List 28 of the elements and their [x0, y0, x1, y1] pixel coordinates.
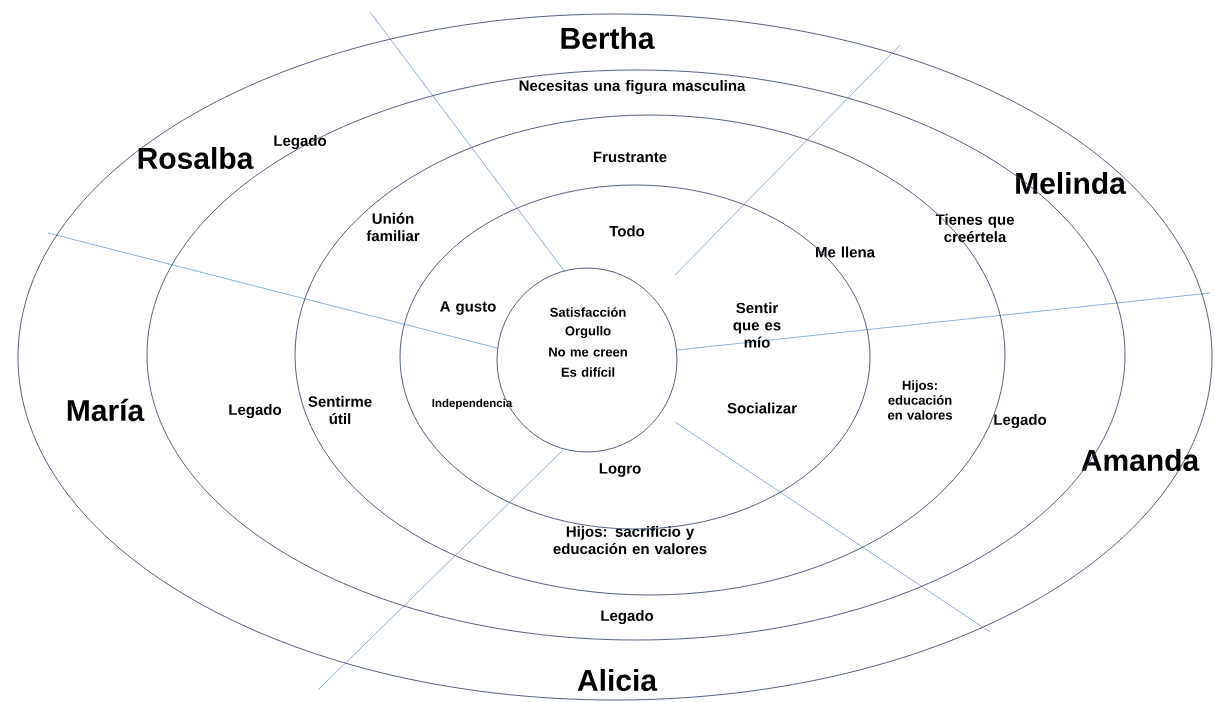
- ring-label: Legado: [229, 404, 282, 419]
- center-label: Es difícil: [561, 367, 615, 377]
- ring-label: Legado: [601, 610, 654, 625]
- ring-label: Necesitas una figura masculina: [519, 80, 746, 95]
- ring-label: Logro: [599, 463, 641, 477]
- ring-label: Sentirme útil: [308, 395, 372, 425]
- ring-label: Tienes que creértela: [935, 213, 1014, 243]
- ring-label: Legado: [274, 135, 327, 150]
- ring-label: Todo: [609, 225, 645, 237]
- ring-label: Unión familiar: [366, 212, 420, 242]
- ring-label: Independencia: [432, 398, 513, 410]
- person-name: Bertha: [561, 27, 655, 49]
- person-name: Melinda: [1016, 172, 1127, 195]
- person-name: Alicia: [577, 669, 658, 692]
- person-name: María: [67, 398, 145, 422]
- person-name: Rosalba: [138, 147, 254, 169]
- ring-label: Hijos: educación en valores: [888, 380, 952, 420]
- ring-label: Me llena: [816, 246, 876, 258]
- ring-label: Socializar: [727, 402, 797, 414]
- ring-label: A gusto: [440, 301, 496, 315]
- ring-label: Hijos: sacrificio y educación en valores: [553, 525, 707, 555]
- center-label: Orgullo: [565, 325, 611, 339]
- ring-label: Frustrante: [593, 151, 667, 163]
- ring-label: Sentir que es mío: [733, 302, 781, 348]
- person-name: Amanda: [1081, 449, 1200, 472]
- center-label: Satisfacción: [550, 307, 626, 317]
- ring-label: Legado: [994, 414, 1047, 429]
- center-label: No me creen: [549, 347, 627, 357]
